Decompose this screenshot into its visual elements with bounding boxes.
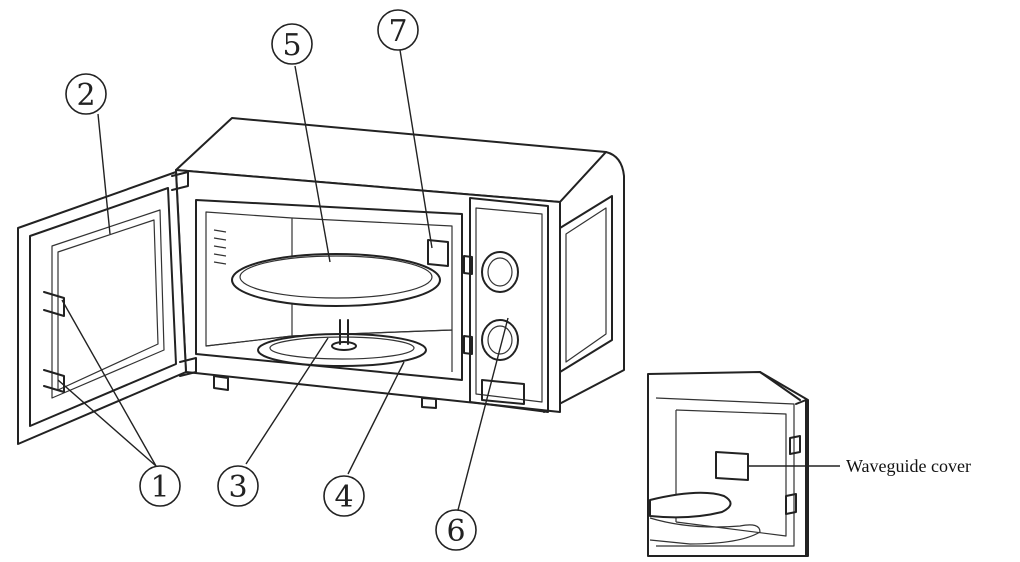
svg-text:1: 1 <box>150 470 169 505</box>
svg-text:7: 7 <box>388 14 407 49</box>
leader-lines <box>57 49 509 511</box>
microwave-door <box>17 171 197 445</box>
svg-text:5: 5 <box>282 28 301 63</box>
callout-4: 4 <box>323 475 365 517</box>
svg-text:2: 2 <box>76 78 95 113</box>
svg-text:6: 6 <box>446 514 465 549</box>
callout-6: 6 <box>435 509 477 551</box>
callout-7: 7 <box>377 9 419 51</box>
waveguide-cover-label: Waveguide cover <box>846 456 971 476</box>
microwave-body <box>175 117 625 413</box>
svg-text:3: 3 <box>228 470 247 505</box>
callout-2: 2 <box>65 73 107 115</box>
cavity-vents <box>213 229 227 265</box>
callout-1: 1 <box>139 465 181 507</box>
svg-text:4: 4 <box>334 480 353 515</box>
waveguide-cover-shape <box>715 451 749 481</box>
callout-5: 5 <box>271 23 313 65</box>
callout-3: 3 <box>217 465 259 507</box>
inset-waveguide-view: Waveguide cover <box>647 371 971 557</box>
